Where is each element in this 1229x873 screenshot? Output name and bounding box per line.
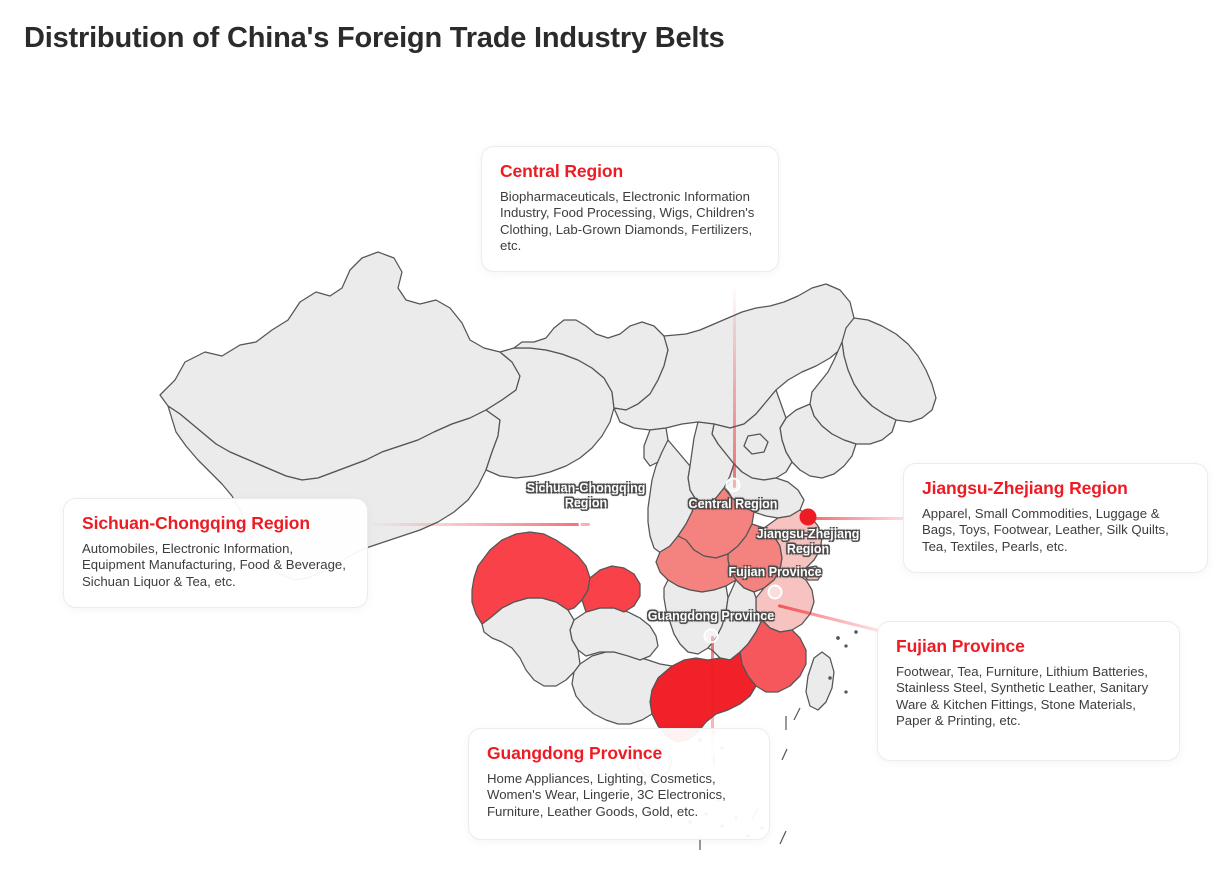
map-label-central: Central Region <box>688 497 778 511</box>
callout-body-sichuan: Automobiles, Electronic Information, Equ… <box>82 541 346 589</box>
province-guizhou <box>569 607 659 661</box>
callout-fujian-province[interactable]: Fujian Province Footwear, Tea, Furniture… <box>877 621 1180 761</box>
map-label-guangdong: Guangdong Province <box>647 609 775 623</box>
marker-dot-icon <box>767 584 783 600</box>
callout-body-fujian: Footwear, Tea, Furniture, Lithium Batter… <box>896 664 1149 729</box>
province-beijing <box>743 433 769 455</box>
province-sichuan <box>471 531 591 625</box>
province-taiwan <box>805 651 835 711</box>
marker-dot-icon <box>578 515 594 531</box>
callout-body-central: Biopharmaceuticals, Electronic Informati… <box>500 189 755 254</box>
map-label-jiangsu-line2: Region <box>786 542 830 556</box>
marker-dot-icon <box>703 628 719 644</box>
map-label-sichuan-line2: Region <box>564 496 608 510</box>
callout-body-guangdong: Home Appliances, Lighting, Cosmetics, Wo… <box>487 771 726 819</box>
callout-sichuan-chongqing-region[interactable]: Sichuan-Chongqing Region Automobiles, El… <box>63 498 368 608</box>
marker-dot-icon <box>725 477 741 493</box>
callout-title-jiangsu: Jiangsu-Zhejiang Region <box>922 478 1128 498</box>
map-label-sichuan-line1: Sichuan-Chongqing <box>526 481 646 495</box>
map-stage: Sichuan-Chongqing Region Central Region … <box>0 80 1229 873</box>
province-chongqing <box>581 565 641 613</box>
province-jiangsu <box>763 509 823 577</box>
map-label-fujian: Fujian Province <box>728 565 822 579</box>
callout-guangdong-province[interactable]: Guangdong Province Home Appliances, Ligh… <box>468 728 770 840</box>
province-hubei <box>655 535 737 593</box>
province-jilin <box>809 341 897 445</box>
callout-title-central: Central Region <box>500 161 624 181</box>
callout-title-sichuan: Sichuan-Chongqing Region <box>82 513 310 533</box>
marker-dot-icon <box>799 508 817 526</box>
callout-title-fujian: Fujian Province <box>896 636 1025 656</box>
callout-body-jiangsu: Apparel, Small Commodities, Luggage & Ba… <box>922 506 1169 554</box>
callout-jiangsu-zhejiang-region[interactable]: Jiangsu-Zhejiang Region Apparel, Small C… <box>903 463 1208 573</box>
province-shanghai <box>801 565 823 581</box>
page-title: Distribution of China's Foreign Trade In… <box>24 22 725 54</box>
map-label-jiangsu-line1: Jiangsu-Zhejiang <box>756 527 860 541</box>
callout-title-guangdong: Guangdong Province <box>487 743 663 763</box>
callout-central-region[interactable]: Central Region Biopharmaceuticals, Elect… <box>481 146 779 272</box>
